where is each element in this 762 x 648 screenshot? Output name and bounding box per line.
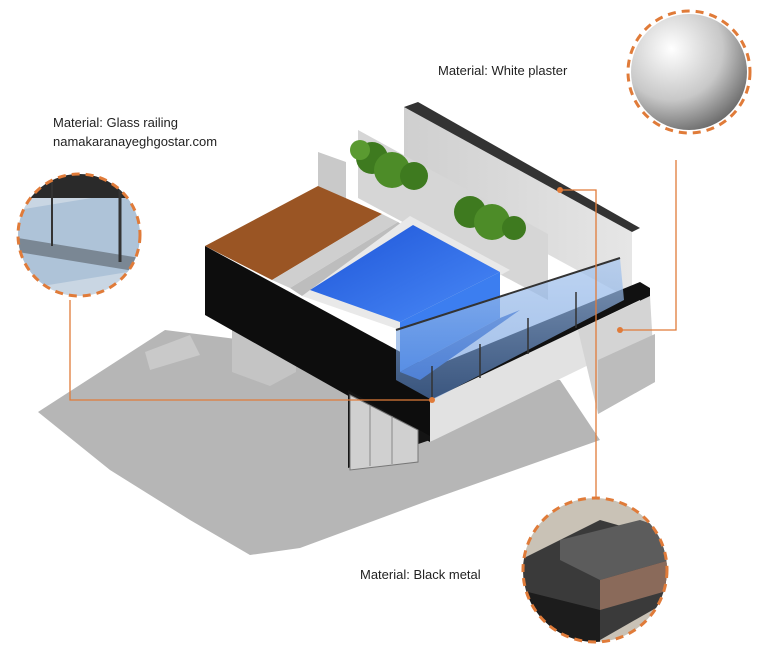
- plaster-sphere-swatch-icon: [626, 9, 752, 135]
- glass-railing: [395, 257, 624, 400]
- black-metal-swatch-icon: [521, 496, 669, 644]
- black-metal-leader: [560, 189, 597, 498]
- white-plaster-slab: [430, 296, 655, 442]
- glass-railing-leader: [69, 300, 432, 401]
- white-plaster-leader: [620, 160, 677, 331]
- planter-foliage: [350, 140, 526, 240]
- glass-railing-label: Material: Glass railing: [53, 115, 178, 130]
- rear-wall: [404, 102, 640, 300]
- glass-railing-swatch-icon: [16, 172, 142, 298]
- leader-points: [429, 187, 623, 403]
- black-metal-label: Material: Black metal: [360, 567, 481, 582]
- website-label: namakaranayeghgostar.com: [53, 134, 218, 149]
- lower-glass-box: [349, 394, 419, 471]
- planter-soil: [205, 186, 382, 280]
- white-plaster-label: Material: White plaster: [438, 63, 568, 78]
- leader-lines: [69, 160, 677, 498]
